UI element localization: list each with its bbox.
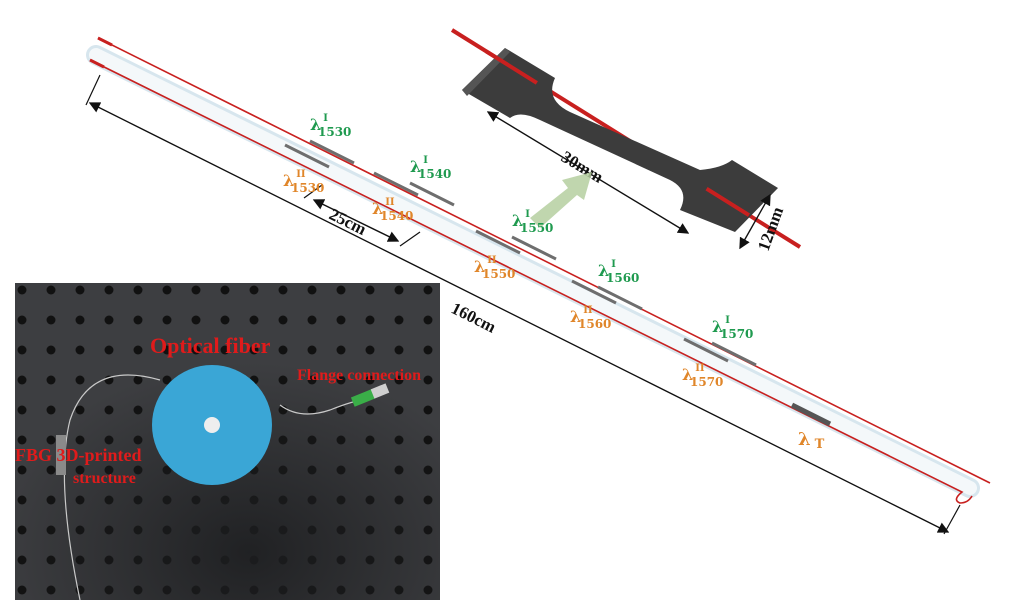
flange-connector: [350, 389, 376, 407]
fbg-structure-label-line2: structure: [73, 470, 136, 487]
flange-connection-label: Flange connection: [297, 367, 421, 384]
specimen-dogbone: [450, 28, 802, 249]
fbg-structure-label: FBG 3D-printed: [15, 445, 142, 465]
spacing-label: 25cm: [326, 205, 369, 239]
fiber-lower: [89, 59, 973, 504]
zoom-arrow-icon: [530, 172, 592, 228]
spacing-arrow: [312, 199, 400, 242]
setup-photo: Optical fiber Flange connection FBG 3D-p…: [15, 283, 440, 600]
fbg-structure: [56, 435, 66, 475]
specimen-width-label: 12mm: [754, 204, 787, 253]
temperature-grating-marker: [790, 402, 832, 427]
specimen-length-arrow: [486, 111, 690, 234]
optical-fiber-label: Optical fiber: [150, 333, 271, 358]
total-length-arrow: [88, 102, 950, 533]
specimen-width-arrow: [739, 193, 771, 250]
